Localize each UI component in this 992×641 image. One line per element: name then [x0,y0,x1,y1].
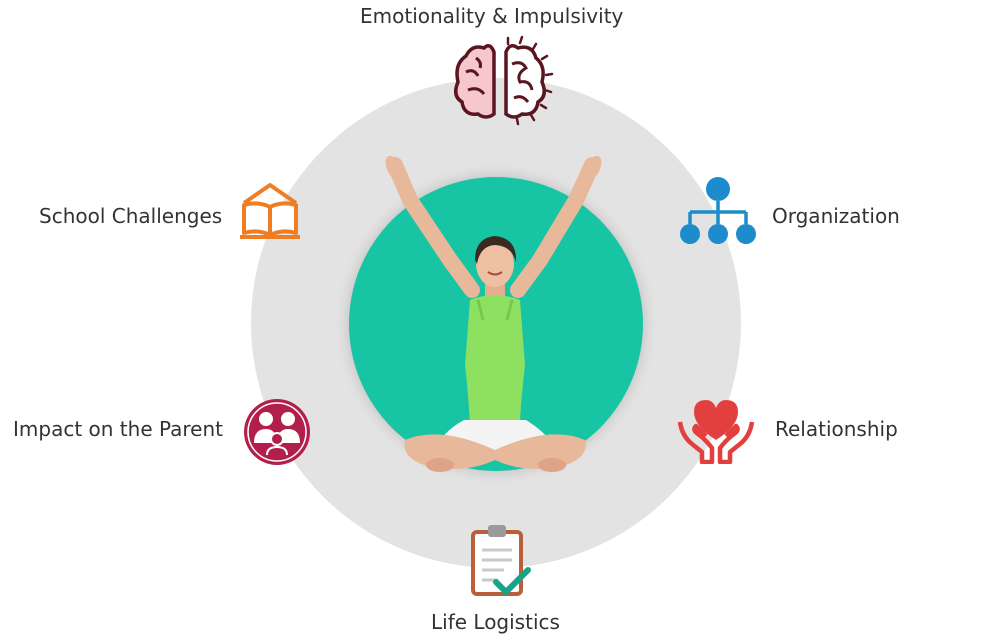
label-emotionality-impulsivity: Emotionality & Impulsivity [360,4,624,28]
heart-hands-icon [677,400,755,464]
person-meditating-image [385,155,602,472]
family-icon [244,399,310,465]
hierarchy-icon [680,177,756,244]
label-organization: Organization [772,204,900,228]
label-school-challenges: School Challenges [39,204,223,228]
label-relationship: Relationship [775,417,898,441]
brain-icon [454,35,554,126]
label-life-logistics: Life Logistics [431,610,560,634]
clipboard-check-icon [471,525,531,596]
label-impact-on-the-parent: Impact on the Parent [13,417,223,441]
open-book-icon [240,183,300,239]
